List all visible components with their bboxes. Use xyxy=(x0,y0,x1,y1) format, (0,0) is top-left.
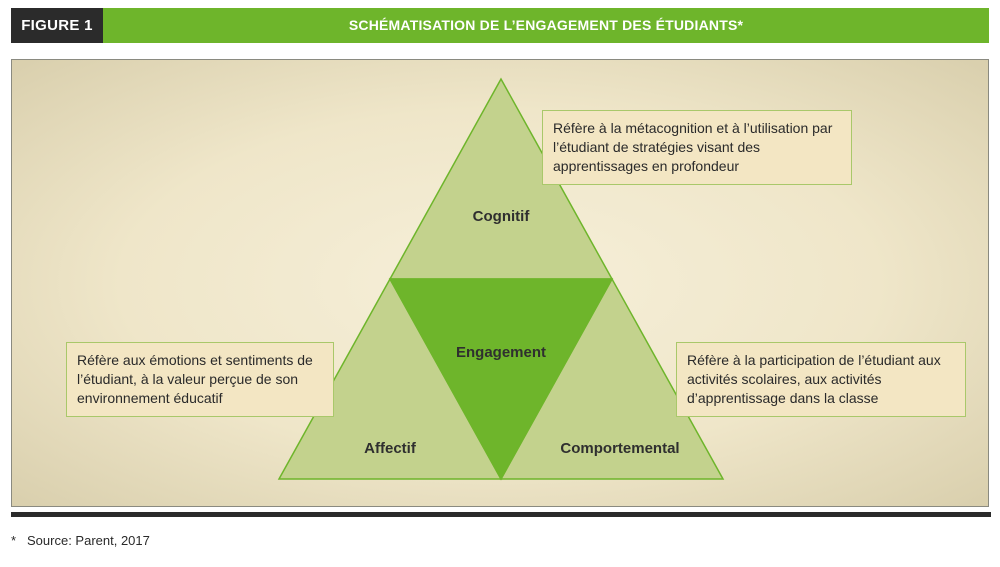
diagram-panel: Cognitif Engagement Affectif Comportemen… xyxy=(11,59,989,507)
figure-title: SCHÉMATISATION DE L’ENGAGEMENT DES ÉTUDI… xyxy=(103,8,989,43)
footnote-marker: * xyxy=(11,533,17,548)
engagement-triangle xyxy=(277,77,725,481)
figure-header: FIGURE 1 SCHÉMATISATION DE L’ENGAGEMENT … xyxy=(11,8,989,43)
source-text: Source: Parent, 2017 xyxy=(27,533,150,548)
label-engagement: Engagement xyxy=(455,344,546,361)
callout-affective: Réfère aux émotions et sentiments de l’é… xyxy=(66,342,334,417)
callout-cognitive: Réfère à la métacognition et à l’utilisa… xyxy=(542,110,852,185)
bottom-divider xyxy=(11,512,991,517)
source-note: * Source: Parent, 2017 xyxy=(11,533,150,548)
label-affectif: Affectif xyxy=(364,440,416,457)
engagement-center-triangle xyxy=(388,278,614,481)
label-cognitif: Cognitif xyxy=(472,208,530,225)
figure-number: FIGURE 1 xyxy=(11,8,103,43)
callout-behavioral: Réfère à la participation de l’étudiant … xyxy=(676,342,966,417)
label-comportemental: Comportemental xyxy=(560,440,680,457)
